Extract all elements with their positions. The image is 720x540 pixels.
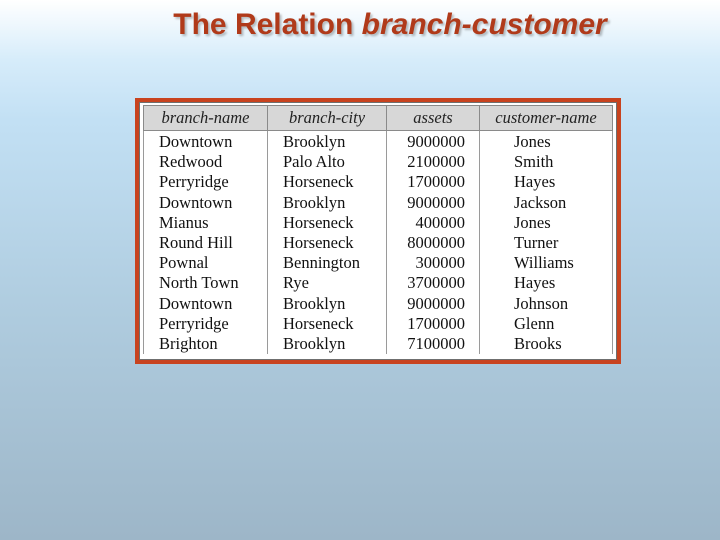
branch-name-cell: Perryridge [143, 313, 268, 334]
column-header-branch-name: branch-name [143, 105, 268, 131]
assets-cell: 2100000 [386, 152, 480, 173]
branch-name-cell: Round Hill [143, 232, 268, 254]
branch-name-cell: Redwood [143, 152, 268, 173]
customer-name-cell: Hayes [479, 273, 613, 294]
assets-cell: 3700000 [386, 273, 480, 294]
assets-cell: 7100000 [386, 333, 480, 355]
branch-city-cell: Horseneck [267, 313, 387, 334]
customer-name-cell: Jones [479, 212, 613, 233]
customer-name-cell: Glenn [479, 313, 613, 334]
branch-city-cell: Horseneck [267, 172, 387, 193]
branch-name-cell: North Town [143, 273, 268, 294]
customer-name-cell: Turner [479, 232, 613, 254]
branch-city-cell: Brooklyn [267, 192, 387, 213]
assets-cell: 8000000 [386, 232, 480, 254]
customer-name-cell: Jones [479, 130, 613, 153]
relation-name: branch-customer [361, 8, 607, 41]
branch-city-cell: Horseneck [267, 212, 387, 233]
customer-name-cell: Hayes [479, 172, 613, 193]
assets-cell: 9000000 [386, 130, 480, 153]
customer-name-cell: Jackson [479, 192, 613, 213]
branch-city-cell: Brooklyn [267, 333, 387, 355]
assets-cell: 300000 [386, 253, 480, 274]
customer-name-cell: Williams [479, 253, 613, 274]
column-header-customer-name: customer-name [479, 105, 613, 131]
branch-name-cell: Brighton [143, 333, 268, 355]
table-panel: branch-name branch-city assets customer-… [139, 102, 617, 360]
assets-cell: 1700000 [386, 172, 480, 193]
branch-name-cell: Perryridge [143, 172, 268, 193]
slide-title: The Relation branch-customer [0, 8, 720, 42]
column-header-assets: assets [386, 105, 480, 131]
assets-cell: 1700000 [386, 313, 480, 334]
branch-name-cell: Downtown [143, 293, 268, 314]
branch-city-cell: Palo Alto [267, 152, 387, 173]
customer-name-cell: Johnson [479, 293, 613, 314]
branch-customer-table: branch-name branch-city assets customer-… [143, 105, 613, 355]
header-row: branch-name branch-city assets customer-… [143, 105, 613, 131]
branch-city-cell: Horseneck [267, 232, 387, 254]
assets-cell: 9000000 [386, 192, 480, 213]
assets-cell: 400000 [386, 212, 480, 233]
branch-city-cell: Rye [267, 273, 387, 294]
assets-cell: 9000000 [386, 293, 480, 314]
branch-city-cell: Bennington [267, 253, 387, 274]
branch-name-cell: Downtown [143, 192, 268, 213]
customer-name-cell: Smith [479, 152, 613, 173]
table-frame: branch-name branch-city assets customer-… [135, 98, 621, 364]
branch-city-cell: Brooklyn [267, 293, 387, 314]
branch-name-cell: Pownal [143, 253, 268, 274]
branch-name-cell: Downtown [143, 130, 268, 153]
customer-name-cell: Brooks [479, 333, 613, 355]
title-prefix: The Relation [173, 8, 362, 41]
column-header-branch-city: branch-city [267, 105, 387, 131]
branch-city-cell: Brooklyn [267, 130, 387, 153]
branch-name-cell: Mianus [143, 212, 268, 233]
